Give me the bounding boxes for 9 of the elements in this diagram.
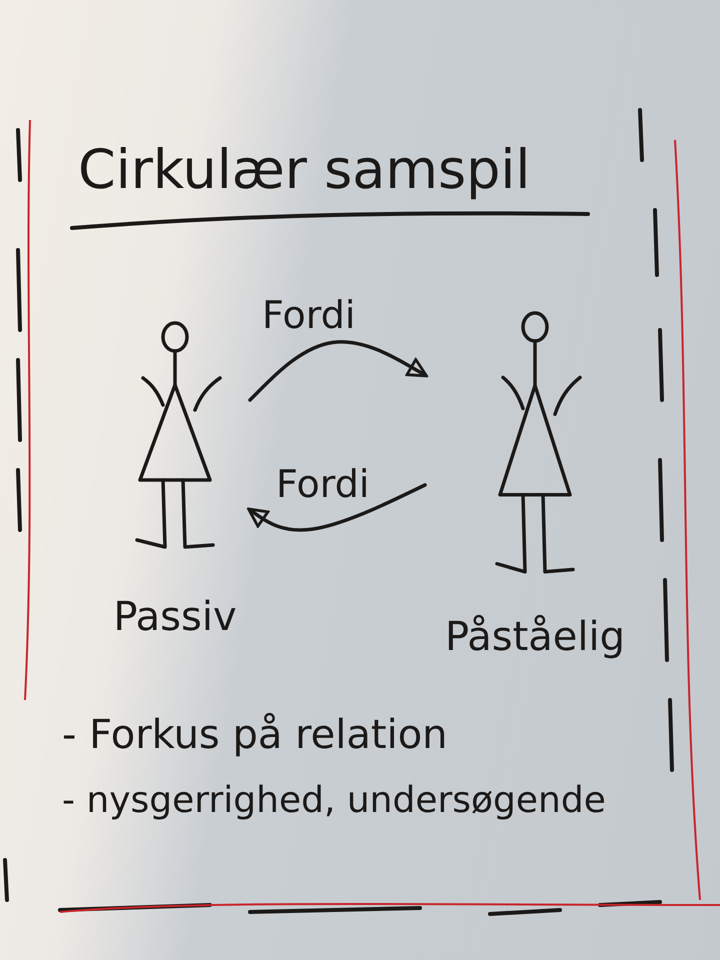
edge-label: Fordi bbox=[275, 462, 370, 506]
edge-label: Fordi bbox=[261, 293, 356, 337]
note-text: - nysgerrighed, undersøgende bbox=[62, 780, 606, 821]
person-label: Passiv bbox=[112, 594, 238, 640]
note-text: - Forkus på relation bbox=[62, 712, 448, 758]
curved-arrow bbox=[248, 340, 428, 402]
person-label: Påståelig bbox=[444, 614, 626, 660]
title: Cirkulær samspil bbox=[78, 138, 530, 201]
curved-arrow bbox=[247, 483, 427, 532]
